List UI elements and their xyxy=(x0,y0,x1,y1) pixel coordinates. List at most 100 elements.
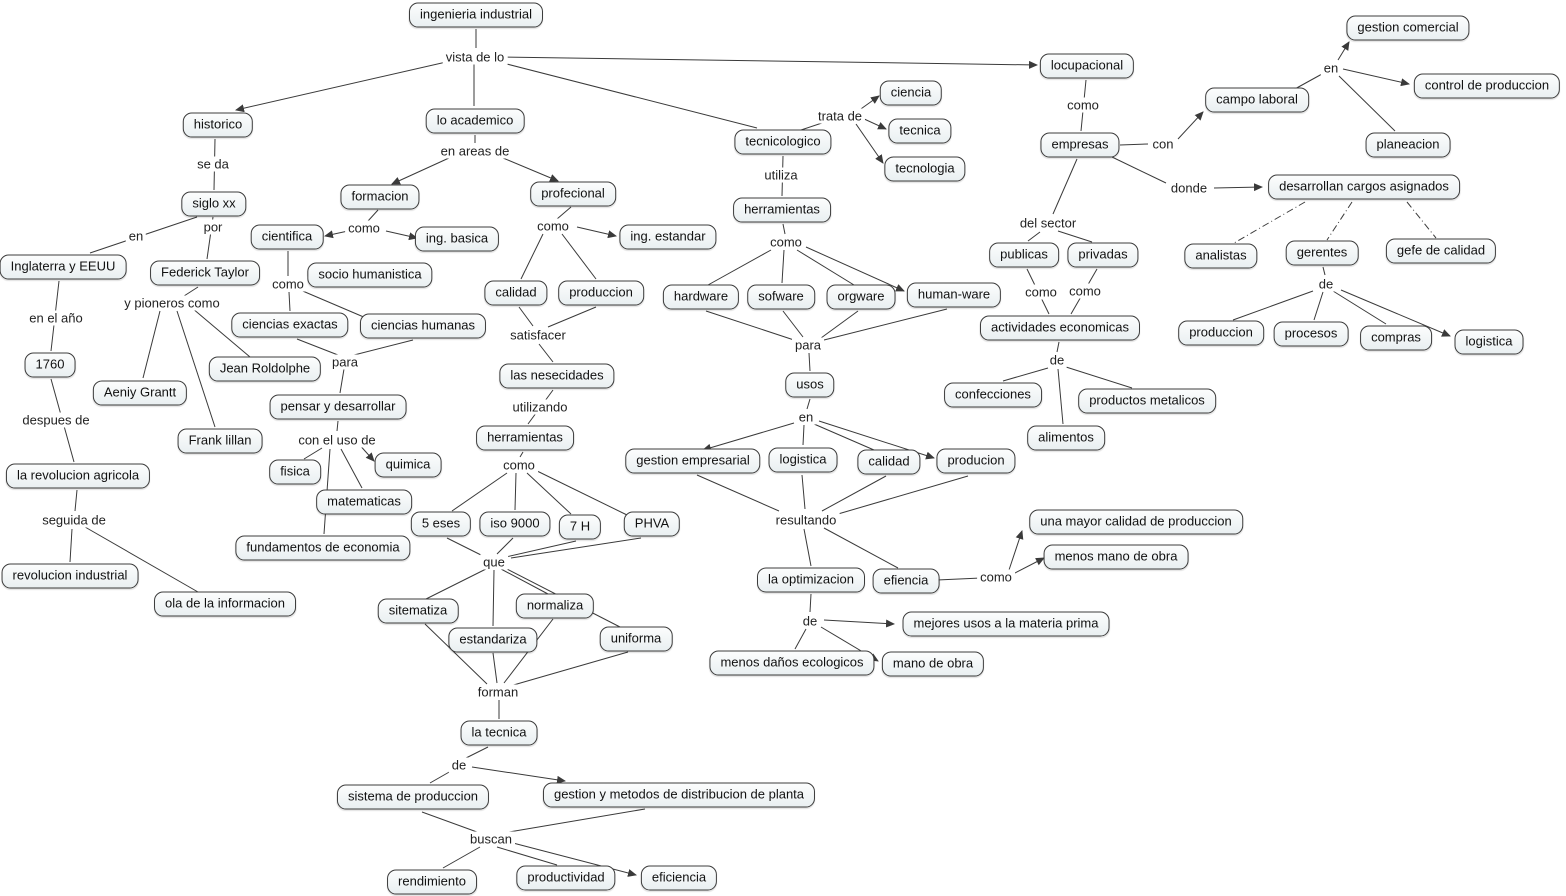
link-phrase-label[interactable]: de xyxy=(799,613,821,629)
concept-node[interactable]: herramientas xyxy=(733,197,831,223)
link-phrase-label[interactable]: como xyxy=(345,220,383,236)
concept-node[interactable]: Inglaterra y EEUU xyxy=(0,254,127,280)
concept-node[interactable]: calidad xyxy=(857,449,921,475)
link-phrase-label[interactable]: y pioneros como xyxy=(121,295,223,311)
link-phrase-label[interactable]: en xyxy=(795,409,817,425)
concept-node[interactable]: productos metalicos xyxy=(1078,388,1216,414)
concept-node[interactable]: actividades economicas xyxy=(979,315,1141,341)
link-phrase-label[interactable]: forman xyxy=(474,684,522,700)
concept-node[interactable]: uniforma xyxy=(599,626,673,652)
concept-node[interactable]: eficiencia xyxy=(640,865,718,891)
concept-node[interactable]: sistema de produccion xyxy=(336,784,490,810)
concept-node[interactable]: gefe de calidad xyxy=(1385,238,1497,264)
concept-node[interactable]: matematicas xyxy=(316,489,412,515)
concept-node[interactable]: una mayor calidad de produccion xyxy=(1029,509,1243,535)
concept-node[interactable]: ciencias exactas xyxy=(231,312,349,338)
link-phrase-label[interactable]: utiliza xyxy=(761,167,801,183)
link-phrase-label[interactable]: como xyxy=(1022,284,1060,300)
concept-node[interactable]: pensar y desarrollar xyxy=(269,394,407,420)
concept-node[interactable]: Aeniy Grantt xyxy=(92,380,188,406)
concept-node[interactable]: 5 eses xyxy=(410,511,472,537)
link-phrase-label[interactable]: despues de xyxy=(19,412,93,428)
concept-node[interactable]: ciencias humanas xyxy=(359,313,487,339)
concept-node[interactable]: Federick Taylor xyxy=(150,260,260,286)
link-phrase-label[interactable]: seguida de xyxy=(39,512,109,528)
concept-node[interactable]: produccion xyxy=(558,280,644,306)
link-phrase-label[interactable]: se da xyxy=(194,156,232,172)
concept-node[interactable]: fundamentos de economia xyxy=(235,535,411,561)
concept-node[interactable]: control de produccion xyxy=(1413,73,1561,99)
concept-node[interactable]: la optimizacion xyxy=(757,567,865,593)
concept-node[interactable]: ing. estandar xyxy=(619,224,717,250)
concept-node[interactable]: procesos xyxy=(1273,321,1349,347)
concept-node[interactable]: sofware xyxy=(747,284,815,310)
concept-node[interactable]: normaliza xyxy=(515,593,595,619)
concept-node[interactable]: las nesecidades xyxy=(499,363,615,389)
concept-node[interactable]: producion xyxy=(936,448,1016,474)
concept-node[interactable]: ola de la informacion xyxy=(154,591,296,617)
concept-node[interactable]: Jean Roldolphe xyxy=(208,356,322,382)
link-phrase-label[interactable]: de xyxy=(448,757,470,773)
concept-node[interactable]: menos mano de obra xyxy=(1043,544,1189,570)
concept-node[interactable]: siglo xx xyxy=(181,191,247,217)
concept-node[interactable]: iso 9000 xyxy=(479,511,551,537)
concept-node[interactable]: quimica xyxy=(374,452,442,478)
concept-node[interactable]: usos xyxy=(785,372,835,398)
concept-node[interactable]: analistas xyxy=(1184,243,1258,269)
concept-node[interactable]: sitematiza xyxy=(377,598,459,624)
link-phrase-label[interactable]: como xyxy=(977,569,1015,585)
concept-node[interactable]: confecciones xyxy=(944,382,1042,408)
concept-node[interactable]: PHVA xyxy=(623,511,681,537)
link-phrase-label[interactable]: de xyxy=(1046,352,1068,368)
concept-node[interactable]: desarrollan cargos asignados xyxy=(1268,174,1460,200)
concept-node[interactable]: gestion empresarial xyxy=(625,448,761,474)
concept-node[interactable]: empresas xyxy=(1040,132,1120,158)
concept-node[interactable]: privadas xyxy=(1067,242,1139,268)
concept-node[interactable]: socio humanistica xyxy=(307,262,433,288)
link-phrase-label[interactable]: en xyxy=(125,228,147,244)
concept-node[interactable]: estandariza xyxy=(448,627,538,653)
concept-node[interactable]: planeacion xyxy=(1365,132,1451,158)
concept-node[interactable]: rendimiento xyxy=(387,869,477,895)
concept-node[interactable]: ciencia xyxy=(879,80,943,106)
concept-node[interactable]: logistica xyxy=(768,447,838,473)
concept-node[interactable]: menos daños ecologicos xyxy=(709,650,875,676)
concept-node[interactable]: fisica xyxy=(269,459,321,485)
concept-node[interactable]: mejores usos a la materia prima xyxy=(902,611,1110,637)
concept-node[interactable]: lo academico xyxy=(425,108,525,134)
concept-node[interactable]: alimentos xyxy=(1027,425,1105,451)
concept-node[interactable]: 1760 xyxy=(24,352,76,378)
concept-node[interactable]: tecnica xyxy=(888,118,952,144)
concept-node[interactable]: cientifica xyxy=(250,224,324,250)
concept-node[interactable]: revolucion industrial xyxy=(1,563,139,589)
concept-node[interactable]: gerentes xyxy=(1285,240,1359,266)
link-phrase-label[interactable]: como xyxy=(767,234,805,250)
link-phrase-label[interactable]: en el año xyxy=(26,310,86,326)
link-phrase-label[interactable]: en areas de xyxy=(437,143,513,159)
concept-node[interactable]: campo laboral xyxy=(1205,87,1309,113)
link-phrase-label[interactable]: con el uso de xyxy=(295,432,379,448)
concept-node[interactable]: locupacional xyxy=(1039,53,1135,79)
concept-node[interactable]: historico xyxy=(182,112,254,138)
concept-node[interactable]: formacion xyxy=(340,184,420,210)
link-phrase-label[interactable]: buscan xyxy=(467,831,515,847)
link-phrase-label[interactable]: para xyxy=(791,337,825,353)
concept-node[interactable]: tecnologia xyxy=(884,156,966,182)
concept-node[interactable]: gestion comercial xyxy=(1346,15,1470,41)
link-phrase-label[interactable]: en xyxy=(1320,60,1342,76)
concept-node[interactable]: logistica xyxy=(1454,329,1524,355)
link-phrase-label[interactable]: resultando xyxy=(772,512,840,528)
concept-node[interactable]: ing. basica xyxy=(414,226,500,252)
link-phrase-label[interactable]: como xyxy=(1066,283,1104,299)
concept-node[interactable]: profecional xyxy=(530,181,616,207)
link-phrase-label[interactable]: que xyxy=(480,554,508,570)
link-phrase-label[interactable]: del sector xyxy=(1016,215,1080,231)
concept-node[interactable]: calidad xyxy=(484,280,548,306)
concept-node[interactable]: tecnicologico xyxy=(734,129,832,155)
link-phrase-label[interactable]: como xyxy=(500,457,538,473)
link-phrase-label[interactable]: para xyxy=(328,354,362,370)
concept-node[interactable]: publicas xyxy=(989,242,1059,268)
concept-node[interactable]: hardware xyxy=(662,284,740,310)
link-phrase-label[interactable]: trata de xyxy=(814,108,866,124)
concept-node[interactable]: la revolucion agricola xyxy=(5,463,151,489)
